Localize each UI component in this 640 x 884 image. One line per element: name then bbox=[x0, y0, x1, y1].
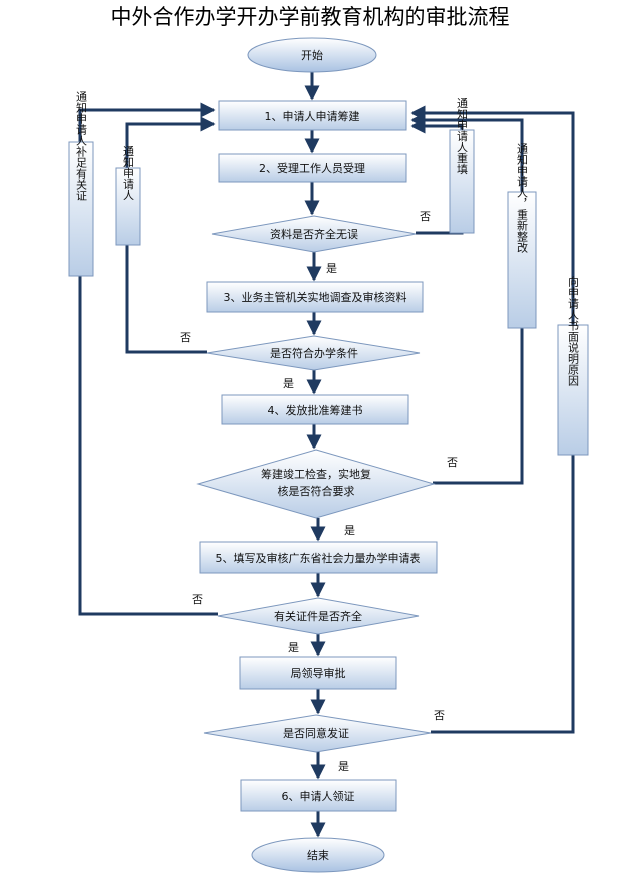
start-node-label: 开始 bbox=[301, 48, 323, 62]
end-node: 结束 bbox=[251, 837, 385, 873]
edge-label-check2-no: 否 bbox=[180, 331, 191, 344]
edge-label-check4-no: 否 bbox=[192, 593, 203, 606]
edge-label-check5-yes: 是 bbox=[338, 760, 349, 773]
step6-label: 6、申请人领证 bbox=[282, 790, 355, 803]
leader-node: 局领导审批 bbox=[239, 656, 397, 690]
check3-label-line2: 核是否符合要求 bbox=[278, 484, 355, 498]
loop-check5-explain bbox=[410, 105, 575, 734]
side-note-notify-text: 通知申请人 bbox=[122, 145, 135, 200]
leader-label: 局领导审批 bbox=[291, 666, 346, 680]
step2-node: 2、受理工作人员受理 bbox=[218, 153, 407, 183]
check3-node: 筹建竣工检查，实地复 核是否符合要求 bbox=[196, 449, 436, 519]
step4-label: 4、发放批准筹建书 bbox=[268, 403, 363, 417]
side-note-supplement-text: 通知申请人补足有关证 bbox=[75, 91, 88, 201]
page-title: 中外合作办学开办学前教育机构的审批流程 bbox=[111, 5, 510, 29]
side-note-rectify: 通知申请人，重新整改 bbox=[507, 143, 537, 329]
end-node-label: 结束 bbox=[307, 849, 329, 862]
edge-label-check1-yes: 是 bbox=[326, 262, 337, 275]
side-note-notify: 通知申请人 bbox=[115, 145, 141, 246]
check1-node: 资料是否齐全无误 bbox=[211, 215, 417, 253]
side-note-explain-text: 向申请人书面说明原因 bbox=[567, 275, 580, 387]
check2-label: 是否符合办学条件 bbox=[270, 346, 358, 360]
check4-label: 有关证件是否齐全 bbox=[274, 609, 362, 623]
side-note-rectify-text: 通知申请人，重新整改 bbox=[516, 143, 529, 254]
step2-label: 2、受理工作人员受理 bbox=[259, 162, 365, 175]
edge-label-check3-yes: 是 bbox=[344, 524, 355, 537]
side-note-supplement: 通知申请人补足有关证 bbox=[68, 91, 94, 277]
step3-node: 3、业务主管机关实地调查及审核资料 bbox=[206, 281, 424, 313]
edge-label-check4-yes: 是 bbox=[288, 641, 299, 654]
step5-label: 5、填写及审核广东省社会力量办学申请表 bbox=[216, 551, 421, 565]
step4-node: 4、发放批准筹建书 bbox=[221, 394, 409, 425]
step3-label: 3、业务主管机关实地调查及审核资料 bbox=[224, 290, 407, 304]
check2-node: 是否符合办学条件 bbox=[206, 335, 421, 371]
loop-check4-supplement bbox=[78, 102, 218, 616]
side-note-explain: 向申请人书面说明原因 bbox=[557, 275, 589, 456]
check5-label: 是否同意发证 bbox=[283, 726, 349, 740]
edge-label-check1-no: 否 bbox=[420, 210, 431, 223]
check3-label-line1: 筹建竣工检查，实地复 bbox=[261, 467, 371, 481]
step1-label: 1、申请人申请筹建 bbox=[265, 109, 360, 123]
step5-node: 5、填写及审核广东省社会力量办学申请表 bbox=[199, 541, 438, 574]
check5-node: 是否同意发证 bbox=[203, 714, 432, 753]
edge-label-check3-no: 否 bbox=[447, 456, 458, 469]
step1-node: 1、申请人申请筹建 bbox=[218, 100, 407, 131]
check1-label: 资料是否齐全无误 bbox=[270, 227, 358, 241]
edge-label-check5-no: 否 bbox=[434, 709, 445, 722]
side-note-resubmit: 通知申请人重填 bbox=[449, 97, 475, 234]
edge-label-check2-yes: 是 bbox=[283, 377, 294, 390]
side-note-resubmit-text: 通知申请人重填 bbox=[456, 97, 469, 175]
step6-node: 6、申请人领证 bbox=[240, 779, 397, 812]
check4-node: 有关证件是否齐全 bbox=[217, 597, 420, 635]
start-node: 开始 bbox=[247, 37, 377, 73]
